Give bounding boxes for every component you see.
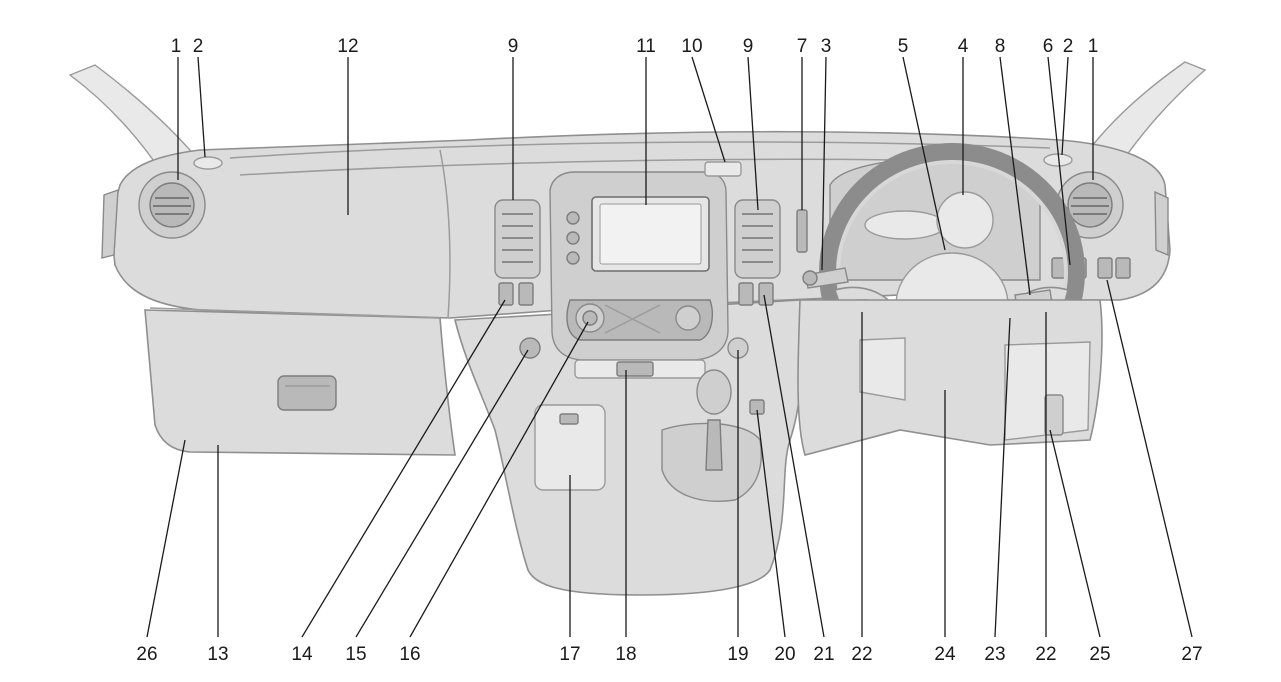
dashboard-seam-2	[149, 307, 441, 319]
hazard-switch	[616, 361, 654, 377]
knee-panel-left	[859, 337, 906, 401]
gear-stick	[705, 419, 723, 471]
callout-label: 3	[821, 36, 832, 57]
climate-x-shape	[604, 304, 661, 334]
callout-label: 15	[345, 644, 366, 665]
switch-left-2	[518, 282, 534, 306]
gauge-right	[936, 191, 994, 249]
callout-label: 23	[984, 644, 1005, 665]
callout-label: 18	[615, 644, 636, 665]
callout-label: 9	[508, 36, 519, 57]
callout-label: 12	[337, 36, 358, 57]
gauge-center	[864, 210, 946, 240]
callout-label: 4	[958, 36, 969, 57]
display-screen-inner	[599, 203, 702, 265]
callout-label: 19	[727, 644, 748, 665]
gear-knob	[696, 369, 732, 415]
callout-label: 27	[1181, 644, 1202, 665]
glovebox-handle	[277, 375, 337, 411]
callout-label: 21	[813, 644, 834, 665]
side-vent-left	[101, 188, 119, 259]
speaker-left	[193, 156, 223, 170]
radio-knob-3	[566, 251, 580, 265]
callout-label: 20	[774, 644, 795, 665]
dash-sensor	[704, 161, 742, 177]
knob-left-lower	[519, 337, 541, 359]
callout-label: 11	[636, 36, 656, 57]
callout-label: 24	[934, 644, 956, 665]
radio-knob-2	[566, 231, 580, 245]
side-vent-right	[1154, 190, 1169, 257]
callout-label: 1	[171, 36, 182, 57]
callout-label: 22	[1035, 644, 1056, 665]
callout-label: 26	[136, 644, 157, 665]
vent-right-slats	[1071, 197, 1109, 215]
callout-label: 16	[399, 644, 420, 665]
switch-right-1	[738, 282, 754, 306]
knee-panel-right	[1004, 341, 1091, 441]
callout-label: 2	[193, 36, 204, 57]
vent-center-right-slats	[742, 213, 773, 263]
switch-right-panel-3	[1097, 257, 1113, 279]
leader-lines	[146, 56, 1193, 638]
card-slot	[796, 209, 808, 253]
callout-label: 8	[995, 36, 1006, 57]
storage-latch	[559, 413, 579, 425]
callout-label: 7	[797, 36, 808, 57]
dashboard-seam-1	[439, 149, 451, 319]
radio-knob-1	[566, 211, 580, 225]
callout-label: 5	[898, 36, 909, 57]
stalk-left-tip	[802, 270, 818, 286]
bonnet-release	[1044, 394, 1064, 436]
climate-knob-left-center	[582, 310, 598, 326]
switch-right-panel-4	[1115, 257, 1131, 279]
climate-knob-right	[675, 305, 701, 331]
callout-label: 1	[1088, 36, 1099, 57]
vent-center-left-slats	[502, 213, 533, 263]
callout-label: 17	[559, 644, 580, 665]
callout-label: 22	[851, 644, 872, 665]
climate-panel	[566, 299, 713, 341]
vent-left-slats	[153, 197, 191, 215]
callout-label: 13	[207, 644, 228, 665]
callout-label: 9	[743, 36, 754, 57]
callout-label: 10	[681, 36, 702, 57]
switch-left-1	[498, 282, 514, 306]
callout-label: 14	[291, 644, 313, 665]
callout-label: 2	[1063, 36, 1074, 57]
switch-right-2	[758, 282, 774, 306]
callout-label: 25	[1089, 644, 1110, 665]
callout-label: 6	[1043, 36, 1054, 57]
